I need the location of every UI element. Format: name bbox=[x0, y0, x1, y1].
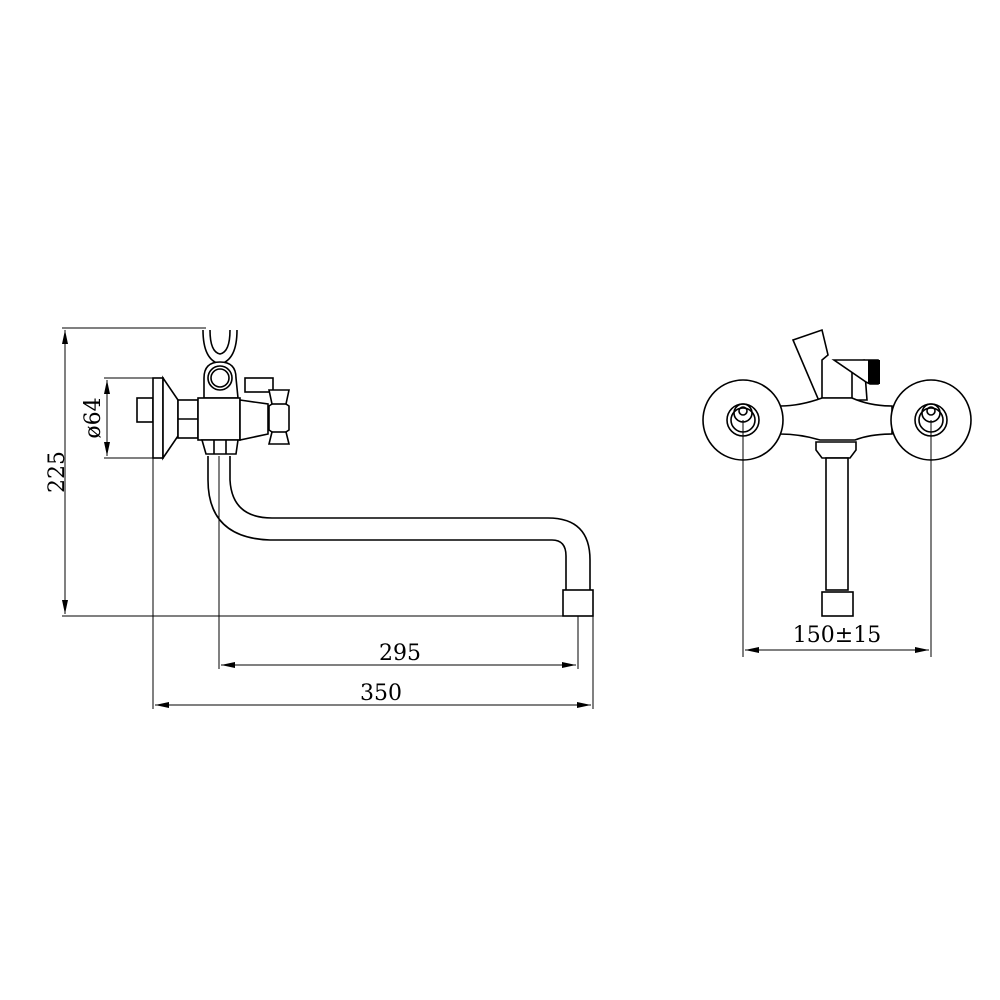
inlet-spacing-label: 150±15 bbox=[793, 623, 881, 648]
front-view: 150±15 bbox=[702, 328, 972, 657]
wall-flange bbox=[136, 375, 199, 461]
height-label: 225 bbox=[45, 451, 70, 493]
spout-reach-label: 295 bbox=[379, 641, 421, 666]
spout-reach-dimension: 295 bbox=[218, 456, 579, 669]
diameter-label: ø64 bbox=[81, 397, 106, 438]
side-view: 225 ø64 bbox=[45, 327, 594, 709]
swivel-spout bbox=[200, 439, 594, 617]
height-dimension: 225 bbox=[45, 327, 592, 617]
mixer-body bbox=[197, 377, 291, 445]
inlet-spacing-dimension: 150±15 bbox=[742, 420, 932, 657]
overall-length-label: 350 bbox=[360, 681, 402, 706]
shower-holder bbox=[202, 329, 239, 399]
overall-length-dimension: 350 bbox=[152, 458, 594, 709]
flange-diameter-dimension: ø64 bbox=[81, 377, 156, 459]
